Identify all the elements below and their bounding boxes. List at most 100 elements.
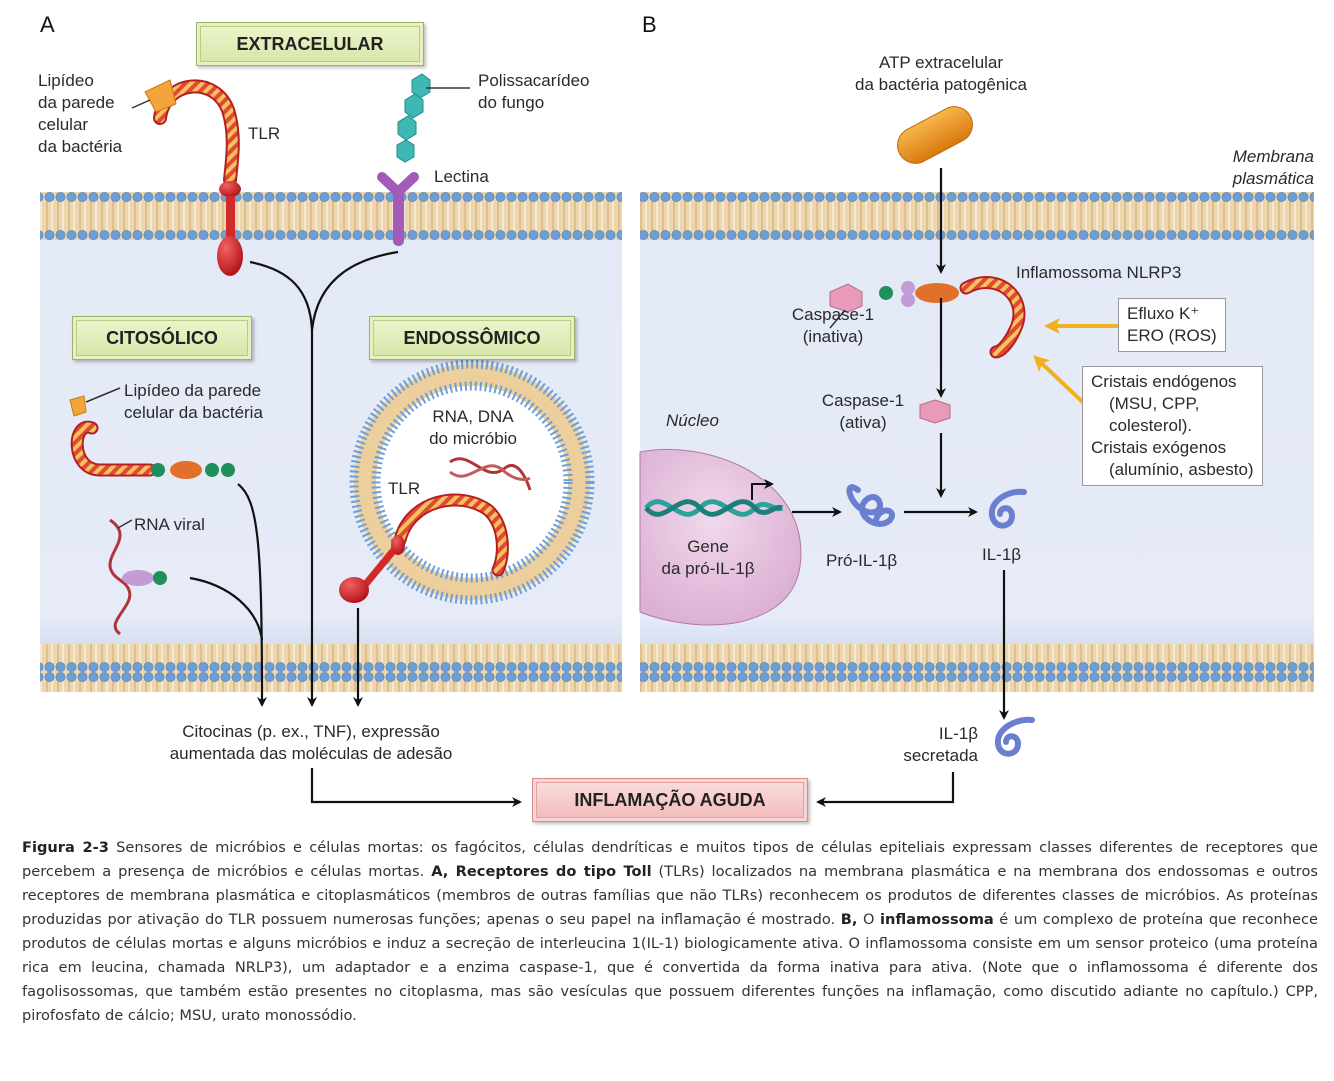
membrane-label-line: plasmática xyxy=(1232,169,1314,188)
efflux-line: ERO (ROS) xyxy=(1127,326,1217,345)
gene-label: Gene da pró-IL-1β xyxy=(640,536,776,580)
panel-a-letter: A xyxy=(40,12,55,37)
cytosolic-signal-arrow xyxy=(237,483,267,707)
secreted-label-line: IL-1β xyxy=(938,724,978,743)
plasma-membrane-top-a xyxy=(40,192,622,240)
fungal-polysaccharide-icon xyxy=(396,73,470,163)
secreted-il1b-icon xyxy=(994,716,1035,757)
output-label-line: Citocinas (p. ex., TNF), expressão xyxy=(182,722,440,741)
microbial-dna-icon xyxy=(449,457,532,491)
lipid-label-line: da parede xyxy=(38,93,115,112)
polysaccharide-label: Polissacarídeo do fungo xyxy=(478,70,590,114)
cyto-lipid-icon xyxy=(69,395,87,417)
pro-il1b-label: Pró-IL-1β xyxy=(826,551,898,570)
plasma-membrane-bottom-a xyxy=(40,644,622,692)
lipid-label-line: celular xyxy=(38,115,89,134)
caption-text: é um complexo de proteína que reconhece … xyxy=(22,911,1318,1024)
acute-inflammation-box: INFLAMAÇÃO AGUDA xyxy=(532,778,808,822)
cyto-lipid-label-line: Lipídeo da parede xyxy=(124,381,262,400)
cyto-lipid-leader xyxy=(85,387,121,403)
endosome-icon xyxy=(349,359,595,605)
plasma-membrane-top-b xyxy=(640,192,1314,240)
pro-il1b-icon xyxy=(846,484,895,527)
cyto-lipid-label: Lipídeo da parede celular da bactéria xyxy=(124,380,263,424)
efflux-line: Efluxo K⁺ xyxy=(1127,304,1200,323)
panel-b-letter: B xyxy=(642,12,657,37)
secreted-label-line: secretada xyxy=(903,746,978,765)
lipid-label-line: da bactéria xyxy=(38,137,123,156)
cyto-lipid-label-line: celular da bactéria xyxy=(124,403,263,422)
lectin-signal-line xyxy=(310,250,399,331)
lipid-label-line: Lipídeo xyxy=(38,71,94,90)
lectin-icon xyxy=(377,172,419,246)
caption-text: O xyxy=(857,911,880,928)
inflammasome-nlrp3-icon xyxy=(829,276,1026,359)
extracellular-title: EXTRACELULAR xyxy=(196,22,424,66)
figure-diagram: A B EXTRACELULAR CITOSÓLICO ENDOSSÔMICO … xyxy=(38,12,1314,822)
active-caspase-icon xyxy=(919,399,951,424)
atp-label-line: da bactéria patogênica xyxy=(854,75,1028,94)
plasma-membrane-bottom-b xyxy=(640,644,1314,692)
panel-a-outcome-arrow xyxy=(310,768,522,807)
caption-figure-number: Figura 2-3 xyxy=(22,839,109,856)
caption-b-bold: B, xyxy=(840,911,858,928)
output-label: Citocinas (p. ex., TNF), expressão aumen… xyxy=(128,721,494,765)
caspase-inactive-line: Caspase-1 xyxy=(791,305,875,324)
crystals-line: (alumínio, asbesto) xyxy=(1109,460,1254,479)
panel-b-outcome-arrow xyxy=(816,772,955,807)
caption-text: (TLRs) localizados na membrana plasmátic… xyxy=(22,863,1318,928)
crystals-line: colesterol). xyxy=(1109,416,1193,435)
membrane-label-line: Membrana xyxy=(1232,147,1314,166)
caption-inflammasome-bold: inflamossoma xyxy=(880,911,994,928)
endosomal-title: ENDOSSÔMICO xyxy=(369,316,575,360)
gene-label-line: da pró-IL-1β xyxy=(661,559,755,578)
caption-text: Sensores de micróbios e células mortas: … xyxy=(22,839,1318,880)
secreted-il1b-label: IL-1β secretada xyxy=(874,723,978,767)
polysaccharide-label-line: Polissacarídeo xyxy=(478,71,590,90)
caspase-active-line: (ativa) xyxy=(839,413,887,432)
diagram-canvas xyxy=(40,73,1314,807)
output-label-line: aumentada das moléculas de adesão xyxy=(169,744,453,763)
crystals-line: Cristais exógenos xyxy=(1091,438,1227,457)
gene-label-line: Gene xyxy=(687,537,729,556)
caspase-active-label: Caspase-1 (ativa) xyxy=(808,390,918,434)
endosomal-tlr-icon xyxy=(339,493,509,603)
nucleus-label: Núcleo xyxy=(666,411,719,430)
crystals-box: Cristais endógenos (MSU, CPP, colesterol… xyxy=(1082,366,1263,486)
rna-leader-line xyxy=(117,519,133,529)
caspase-inactive-label: Caspase-1 (inativa) xyxy=(778,304,888,348)
caspase-inactive-line: (inativa) xyxy=(802,327,864,346)
endo-tlr-label: TLR xyxy=(388,479,421,498)
lipid-label: Lipídeo da parede celular da bactéria xyxy=(38,70,122,158)
figure-caption: Figura 2-3 Sensores de micróbios e célul… xyxy=(22,836,1318,1028)
atp-label-line: ATP extracelular xyxy=(878,53,1004,72)
efflux-box: Efluxo K⁺ ERO (ROS) xyxy=(1118,298,1226,352)
viral-rna-label: RNA viral xyxy=(134,515,205,534)
endo-nucleic-label: RNA, DNA do micróbio xyxy=(412,406,534,450)
caspase-leader-line xyxy=(829,309,846,329)
viral-signal-line xyxy=(189,576,264,641)
endo-nucleic-label-line: do micróbio xyxy=(429,429,517,448)
bacterial-lipid-icon xyxy=(144,79,177,113)
bacterium-icon xyxy=(897,106,973,164)
inflammasome-label: Inflamossoma NLRP3 xyxy=(1016,263,1182,282)
il1b-icon xyxy=(988,488,1027,529)
crystals-line: (MSU, CPP, xyxy=(1109,394,1200,413)
caption-a-bold: A, Receptores do tipo Toll xyxy=(431,863,652,880)
atp-label: ATP extracelular da bactéria patogênica xyxy=(828,52,1054,96)
crystals-arrow xyxy=(1033,355,1090,409)
lectin-label: Lectina xyxy=(434,167,489,186)
gene-dna-icon xyxy=(644,479,784,517)
nucleus-icon xyxy=(639,448,802,626)
caspase-active-line: Caspase-1 xyxy=(821,391,905,410)
cytosolic-title: CITOSÓLICO xyxy=(72,316,252,360)
cytosolic-receptor-icon xyxy=(70,420,235,479)
viral-rna-sensor-icon xyxy=(108,518,167,636)
crystals-line: Cristais endógenos xyxy=(1091,372,1237,391)
il1b-label: IL-1β xyxy=(982,545,1022,564)
endo-nucleic-label-line: RNA, DNA xyxy=(432,407,514,426)
lipid-leader-line xyxy=(131,99,151,109)
tlr-label: TLR xyxy=(248,124,281,143)
polysaccharide-label-line: do fungo xyxy=(478,93,545,112)
membrane-label: Membrana plasmática xyxy=(1212,146,1314,190)
